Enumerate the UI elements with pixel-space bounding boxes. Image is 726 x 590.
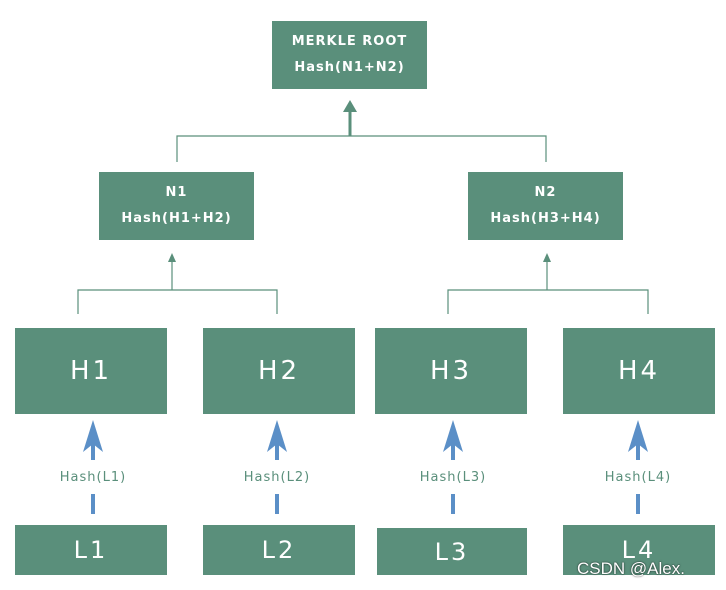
hash-label-l3: Hash(L3) xyxy=(419,470,487,485)
root-connector xyxy=(176,100,547,162)
node-n1: N1 Hash(H1+H2) xyxy=(99,172,254,240)
n2-connector xyxy=(447,253,649,314)
node-n2: N2 Hash(H3+H4) xyxy=(468,172,623,240)
hash-label-l1: Hash(L1) xyxy=(59,470,127,485)
hash-node-h4: H4 xyxy=(563,328,715,414)
leaf-node-l2: L2 xyxy=(203,525,355,575)
leaf-arrow-1 xyxy=(83,420,103,514)
hash-node-h3: H3 xyxy=(375,328,527,414)
hash-label-l2: Hash(L2) xyxy=(243,470,311,485)
leaf-node-l1-label: L1 xyxy=(73,536,109,564)
leaf-arrow-4 xyxy=(628,420,648,514)
node-n1-title: N1 xyxy=(165,185,188,200)
n1-connector xyxy=(77,253,278,314)
leaf-node-l4: L4 xyxy=(563,525,715,575)
leaf-node-l3-label: L3 xyxy=(434,537,470,566)
hash-node-h2: H2 xyxy=(203,328,355,414)
hash-label-l4: Hash(L4) xyxy=(604,470,672,485)
merkle-root-hash: Hash(N1+N2) xyxy=(294,60,405,75)
node-n2-hash: Hash(H3+H4) xyxy=(490,211,601,226)
hash-node-h1: H1 xyxy=(15,328,167,414)
merkle-root-title: MERKLE ROOT xyxy=(291,34,408,49)
hash-node-h3-label: H3 xyxy=(429,356,473,386)
csdn-watermark: CSDN @Alex. xyxy=(577,559,685,578)
leaf-arrow-2 xyxy=(267,420,287,514)
hash-node-h2-label: H2 xyxy=(257,356,301,386)
leaf-node-l1: L1 xyxy=(15,525,167,575)
leaf-arrow-3 xyxy=(443,420,463,514)
node-n1-hash: Hash(H1+H2) xyxy=(121,211,232,226)
hash-node-h1-label: H1 xyxy=(69,356,113,386)
node-n2-title: N2 xyxy=(534,185,557,200)
leaf-node-l4-label: L4 xyxy=(621,536,657,564)
leaf-node-l2-label: L2 xyxy=(261,536,297,564)
hash-node-h4-label: H4 xyxy=(617,356,661,386)
merkle-root-node: MERKLE ROOT Hash(N1+N2) xyxy=(272,21,427,89)
leaf-node-l3: L3 xyxy=(377,528,527,575)
